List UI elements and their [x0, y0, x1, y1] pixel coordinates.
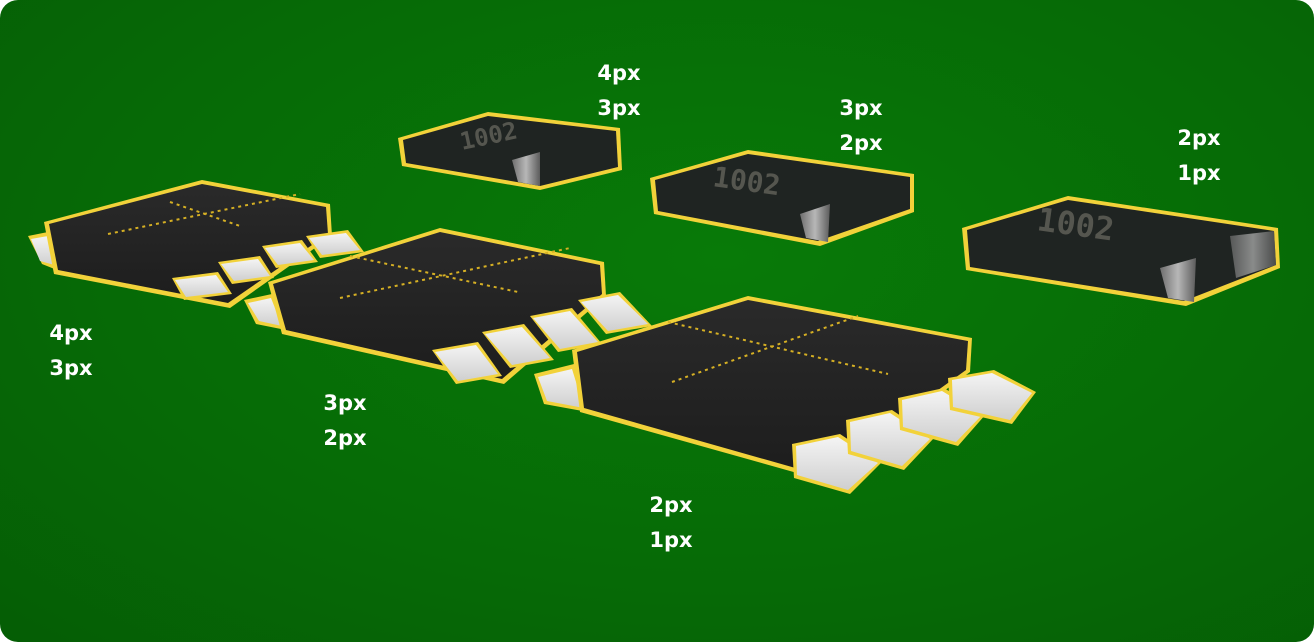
label-qfp-small-line2: 1px	[649, 528, 693, 552]
resistor-1-body	[403, 116, 618, 186]
label-qfp-large-line1: 4px	[49, 321, 93, 345]
label-resistor-medium-line2: 2px	[839, 131, 883, 155]
qfp-package-1	[28, 180, 364, 308]
label-resistor-large-line2: 1px	[1177, 161, 1221, 185]
label-resistor-small: 4px 3px	[584, 56, 654, 126]
resistor-1: 1002	[398, 112, 622, 190]
label-qfp-large: 4px 3px	[36, 316, 106, 386]
label-resistor-large-line1: 2px	[1177, 126, 1221, 150]
qfp-package-3	[534, 296, 1036, 494]
qfp-package-2	[244, 228, 652, 384]
label-qfp-small-line1: 2px	[649, 493, 693, 517]
label-qfp-medium-line1: 3px	[323, 391, 367, 415]
label-qfp-small: 2px 1px	[636, 488, 706, 558]
label-qfp-large-line2: 3px	[49, 356, 93, 380]
label-resistor-medium: 3px 2px	[826, 91, 896, 161]
resistor-3-body	[967, 200, 1276, 301]
label-resistor-medium-line1: 3px	[839, 96, 883, 120]
qfp-package-1-pins	[172, 230, 364, 300]
resistor-3: 1002	[962, 196, 1280, 306]
label-resistor-small-line1: 4px	[597, 61, 641, 85]
label-resistor-large: 2px 1px	[1164, 121, 1234, 191]
qfp-package-2-pins	[432, 292, 652, 384]
label-qfp-medium-line2: 2px	[323, 426, 367, 450]
label-resistor-small-line2: 3px	[597, 96, 641, 120]
resistor-2-body	[655, 154, 910, 241]
resistor-2: 1002	[650, 150, 914, 246]
label-qfp-medium: 3px 2px	[310, 386, 380, 456]
qfp-package-3-pins	[792, 370, 1036, 494]
